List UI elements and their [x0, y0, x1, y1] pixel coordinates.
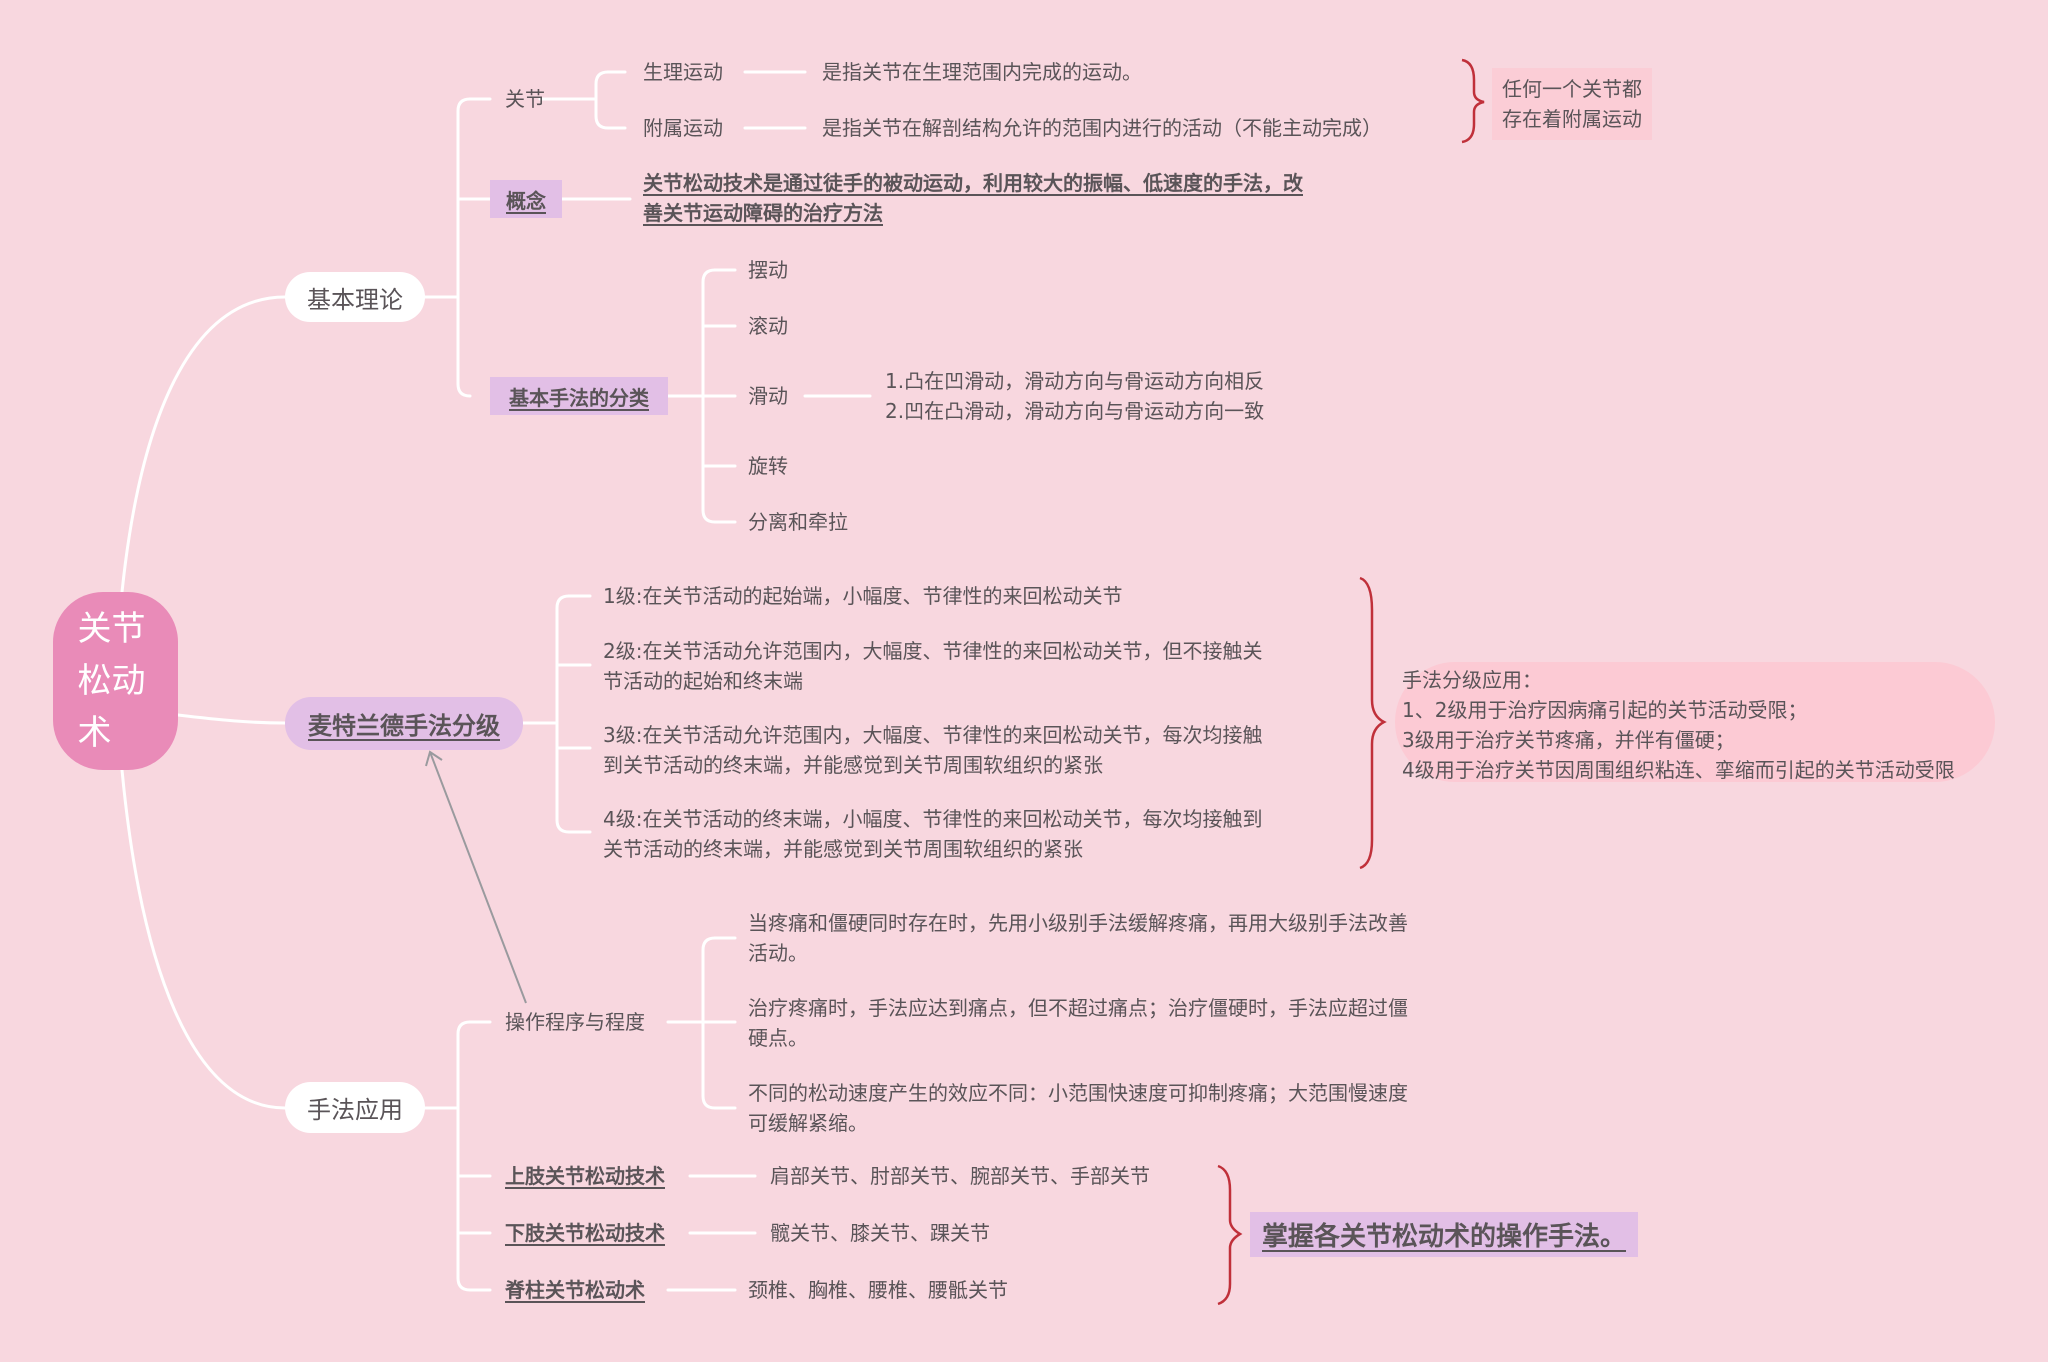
relationship-arrow — [429, 751, 527, 1004]
connector-root-maitland — [176, 713, 287, 725]
root-node[interactable]: 关节 松动 术 — [53, 592, 178, 770]
root-label-line-1: 关节 — [77, 609, 146, 649]
node-maitland-grades[interactable]: 麦特兰德手法分级 — [285, 697, 523, 750]
note-accessory-motion[interactable]: 任何一个关节都 存在着附属运动 — [1492, 68, 1652, 140]
node-concept[interactable]: 概念 — [490, 180, 562, 218]
connector-root-application — [120, 768, 287, 1110]
classification-item-swing[interactable]: 摆动 — [748, 258, 788, 282]
node-joint[interactable]: 关节 — [505, 87, 545, 111]
note-grade-application[interactable]: 手法分级应用： 1、2级用于治疗因病痛引起的关节活动受限； 3级用于治疗关节疼痛… — [1402, 668, 1955, 782]
node-upper-limb[interactable]: 上肢关节松动技术 — [505, 1164, 665, 1188]
node-classification[interactable]: 基本手法的分类 — [490, 377, 668, 415]
node-classification-label: 基本手法的分类 — [509, 385, 649, 410]
classification-item-distraction[interactable]: 分离和牵拉 — [748, 510, 848, 534]
summary-goal[interactable]: 掌握各关节松动术的操作手法。 — [1250, 1212, 1639, 1257]
procedure-item-1[interactable]: 当疼痛和僵硬同时存在时，先用小级别手法缓解疼痛，再用大级别手法改善 活动。 — [748, 911, 1408, 965]
brace-joint — [1461, 58, 1485, 144]
node-maitland-grades-label: 麦特兰德手法分级 — [308, 712, 500, 740]
brace-techniques — [1217, 1164, 1243, 1306]
node-basic-theory[interactable]: 基本理论 — [285, 272, 425, 322]
node-basic-theory-label: 基本理论 — [307, 285, 403, 314]
grade-1[interactable]: 1级:在关节活动的起始端，小幅度、节律性的来回松动关节 — [603, 584, 1123, 608]
upper-limb-desc[interactable]: 肩部关节、肘部关节、腕部关节、手部关节 — [770, 1164, 1150, 1188]
note-background — [1395, 662, 1995, 782]
node-spine[interactable]: 脊柱关节松动术 — [505, 1278, 645, 1302]
root-label-line-3: 术 — [77, 713, 112, 753]
concept-desc[interactable]: 关节松动技术是通过徒手的被动运动，利用较大的振幅、低速度的手法，改 善关节运动障… — [643, 171, 1303, 225]
node-concept-label: 概念 — [506, 188, 546, 213]
root-label-line-2: 松动 — [77, 661, 146, 701]
spine-desc[interactable]: 颈椎、胸椎、腰椎、腰骶关节 — [748, 1278, 1008, 1302]
node-procedure[interactable]: 操作程序与程度 — [505, 1010, 645, 1034]
connector-root-basic — [120, 295, 287, 594]
grade-2[interactable]: 2级:在关节活动允许范围内，大幅度、节律性的来回松动关节，但不接触关 节活动的起… — [603, 639, 1263, 693]
grade-3[interactable]: 3级:在关节活动允许范围内，大幅度、节律性的来回松动关节，每次均接触 到关节活动… — [603, 723, 1263, 777]
brace-maitland — [1359, 576, 1387, 870]
glide-detail[interactable]: 1.凸在凹滑动，滑动方向与骨运动方向相反 2.凹在凸滑动，滑动方向与骨运动方向一… — [885, 369, 1265, 423]
accessory-motion-desc[interactable]: 是指关节在解剖结构允许的范围内进行的活动（不能主动完成） — [822, 116, 1382, 140]
classification-item-spin[interactable]: 旋转 — [748, 454, 788, 478]
physiological-motion-desc[interactable]: 是指关节在生理范围内完成的运动。 — [822, 60, 1142, 84]
grade-4[interactable]: 4级:在关节活动的终末端，小幅度、节律性的来回松动关节，每次均接触到 关节活动的… — [603, 807, 1263, 861]
procedure-item-3[interactable]: 不同的松动速度产生的效应不同：小范围快速度可抑制疼痛；大范围慢速度 可缓解紧缩。 — [748, 1081, 1408, 1135]
node-application-label: 手法应用 — [307, 1096, 403, 1124]
node-physiological-motion[interactable]: 生理运动 — [643, 60, 723, 84]
lower-limb-desc[interactable]: 髋关节、膝关节、踝关节 — [770, 1221, 990, 1245]
classification-item-glide[interactable]: 滑动 — [748, 384, 788, 408]
node-lower-limb[interactable]: 下肢关节松动技术 — [505, 1221, 665, 1245]
node-application[interactable]: 手法应用 — [285, 1082, 425, 1133]
node-accessory-motion[interactable]: 附属运动 — [643, 116, 723, 140]
classification-item-roll[interactable]: 滚动 — [748, 314, 788, 338]
procedure-item-2[interactable]: 治疗疼痛时，手法应达到痛点，但不超过痛点；治疗僵硬时，手法应超过僵 硬点。 — [748, 996, 1408, 1050]
